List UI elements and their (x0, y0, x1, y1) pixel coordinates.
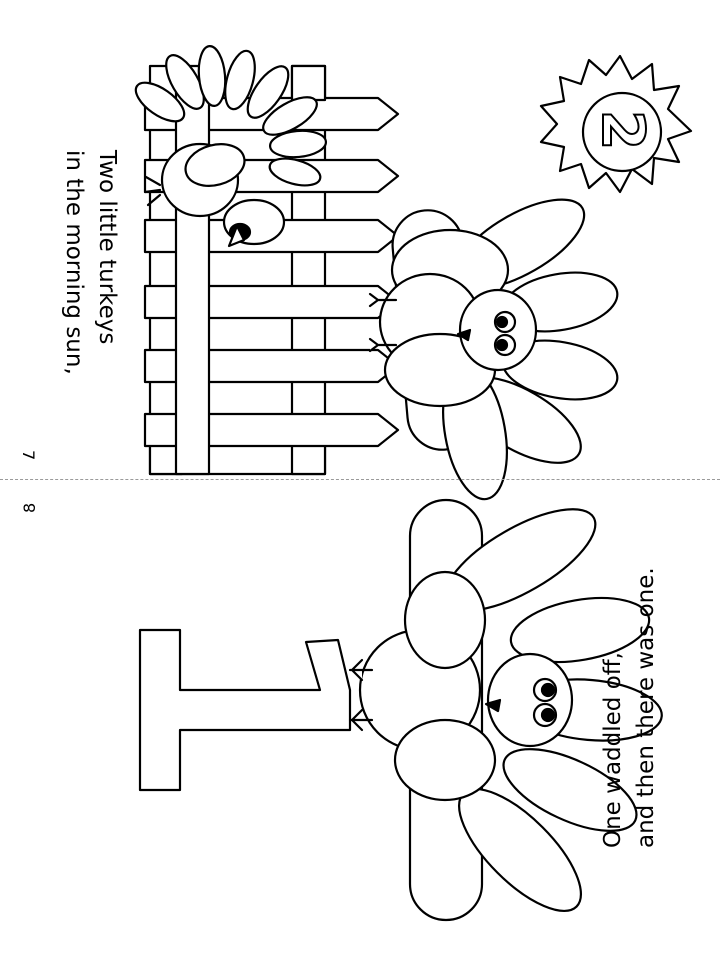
numeral-one-outline (138, 628, 352, 792)
sun-numeral: 2 (588, 109, 658, 151)
verse-top-line-2: in the morning sun, (61, 150, 87, 375)
verse-top: Two little turkeys in the morning sun, (57, 150, 123, 375)
page-number-top: 7 (19, 450, 38, 461)
verse-bottom: One waddled off, and then there was one. (597, 567, 663, 848)
page-fold-line (0, 479, 720, 480)
page-number-bottom: 8 (20, 502, 39, 513)
sun-icon (539, 54, 693, 194)
fan-tailed-turkey-illustration (134, 44, 328, 248)
handprint-turkey-illustration (348, 498, 663, 922)
handprint-turkey-illustration (368, 198, 619, 501)
verse-bottom-line-2: and then there was one. (633, 567, 659, 848)
verse-top-line-1: Two little turkeys (94, 150, 120, 345)
verse-bottom-line-1: One waddled off, (600, 652, 626, 848)
